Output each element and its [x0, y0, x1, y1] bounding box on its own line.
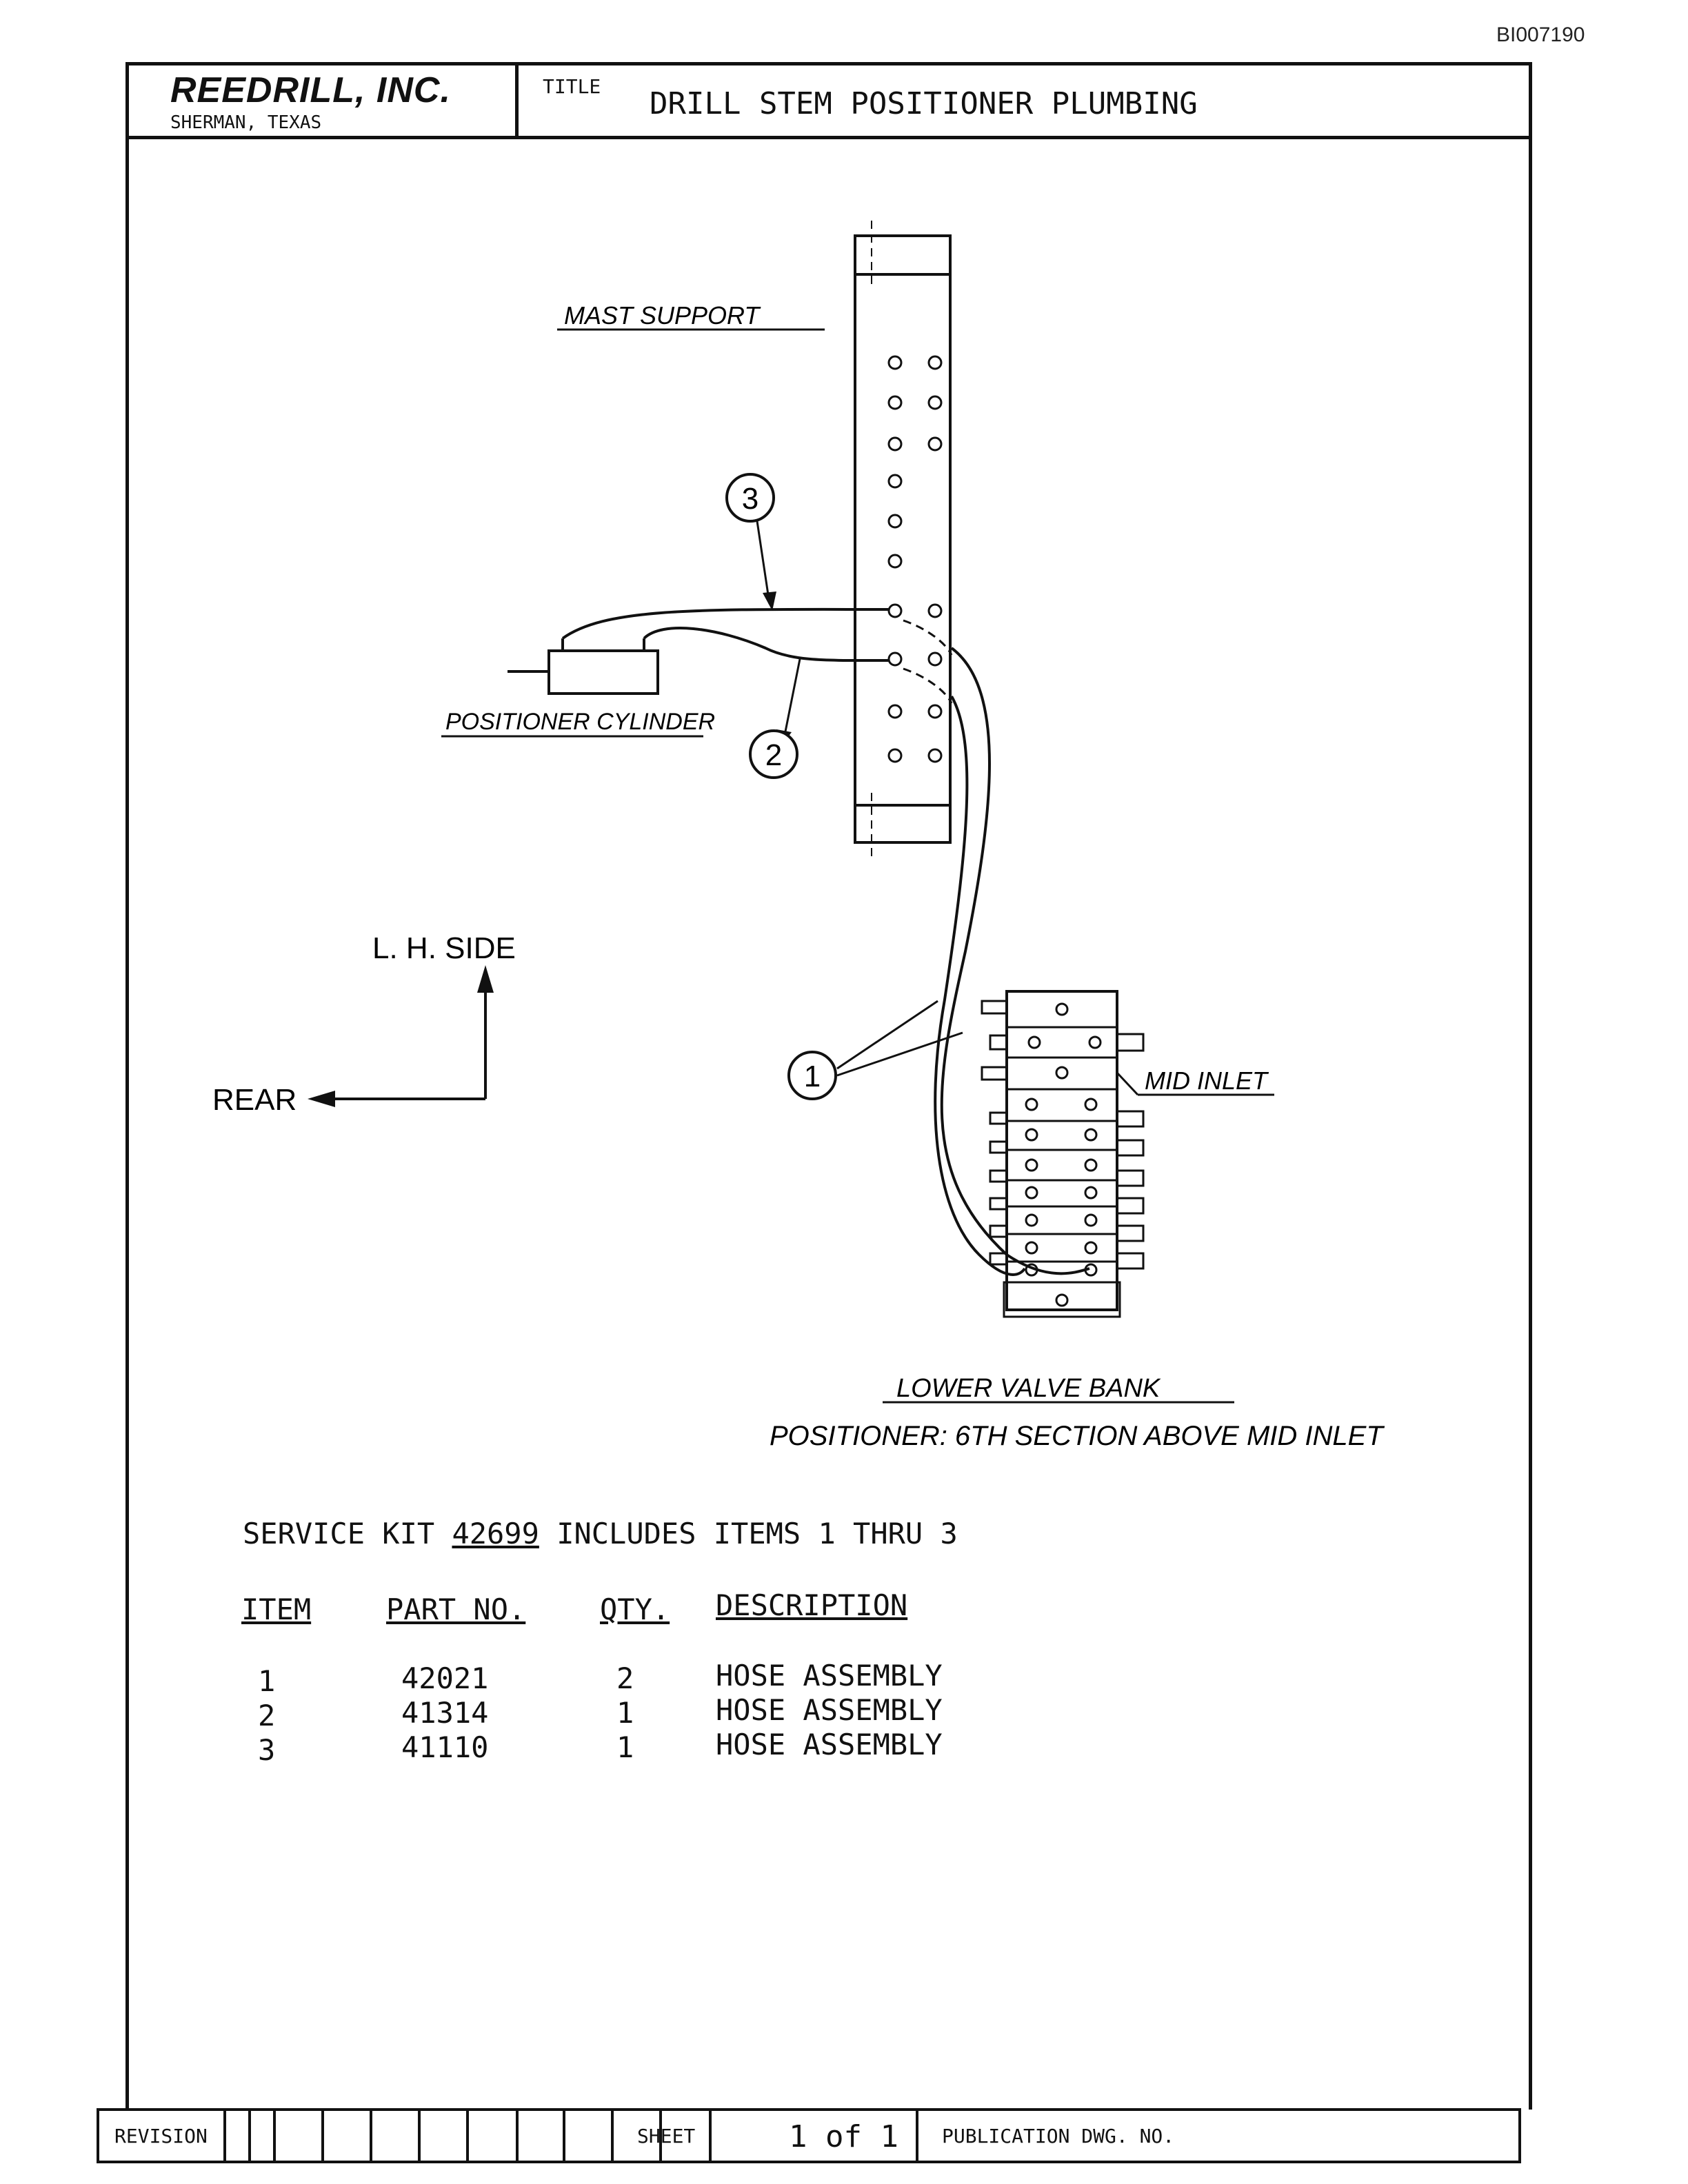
positioner-cylinder-label: POSITIONER CYLINDER: [445, 709, 715, 735]
callout-3: [725, 473, 775, 523]
service-kit-number: 42699: [452, 1517, 539, 1550]
company-name: REEDRILL, INC.: [170, 70, 451, 110]
mast-support-column: [854, 234, 952, 844]
service-kit-prefix: SERVICE KIT: [243, 1517, 435, 1550]
service-kit-suffix: INCLUDES ITEMS 1 THRU 3: [556, 1517, 958, 1550]
rear-label: REAR: [212, 1083, 297, 1117]
table-row-3-item: 3: [258, 1733, 276, 1767]
mast-support-label: MAST SUPPORT: [564, 301, 761, 330]
hose-2: [643, 627, 890, 663]
table-row-3-qty: 1: [616, 1730, 634, 1764]
lower-valve-bank-label: LOWER VALVE BANK: [896, 1374, 1161, 1403]
table-row-2-part: 41314: [401, 1696, 489, 1730]
table-row-3-part: 41110: [401, 1730, 489, 1764]
bottom-block: REVISION SHEET 1 of 1 PUBLICATION DWG. N…: [97, 2108, 1521, 2163]
mast-holes: [887, 355, 943, 763]
header-part-no: PART NO.: [386, 1593, 526, 1626]
drawing-title: DRILL STEM POSITIONER PLUMBING: [650, 86, 1198, 121]
arrow-up-icon: [477, 965, 494, 993]
revision-label: REVISION: [114, 2125, 208, 2147]
table-row-1-desc: HOSE ASSEMBLY: [716, 1659, 943, 1692]
table-row-1-qty: 2: [616, 1661, 634, 1695]
table-row-1-item: 1: [258, 1664, 276, 1698]
table-row-1-part: 42021: [401, 1661, 489, 1695]
lower-valve-bank: [981, 990, 1145, 1318]
hose-1a: [940, 647, 1090, 1275]
callout-3-label: 3: [742, 482, 758, 516]
hose-1b: [934, 696, 1026, 1276]
title-label: TITLE: [543, 75, 601, 98]
callout-1: [787, 1051, 837, 1100]
document-id: BI007190: [1496, 23, 1585, 46]
service-kit-line: SERVICE KIT 42699 INCLUDES ITEMS 1 THRU …: [243, 1517, 958, 1550]
mid-inlet-label: MID INLET: [1145, 1066, 1269, 1095]
publication-label: PUBLICATION DWG. NO.: [942, 2125, 1175, 2147]
positioner-note: POSITIONER: 6TH SECTION ABOVE MID INLET: [770, 1421, 1385, 1451]
table-row-2-item: 2: [258, 1699, 276, 1732]
company-city: SHERMAN, TEXAS: [170, 112, 322, 133]
drawing-frame: [125, 138, 1532, 2110]
table-row-2-desc: HOSE ASSEMBLY: [716, 1693, 943, 1727]
sheet-label: SHEET: [637, 2125, 696, 2147]
header-item: ITEM: [241, 1593, 312, 1626]
title-divider: [515, 65, 519, 136]
callout-1-label: 1: [804, 1060, 821, 1093]
arrow-left-icon: [308, 1091, 335, 1107]
table-row-2-qty: 1: [616, 1696, 634, 1730]
title-block: REEDRILL, INC. SHERMAN, TEXAS TITLE DRIL…: [125, 62, 1532, 139]
positioner-cylinder: [547, 649, 659, 695]
hose-3: [561, 607, 890, 640]
lh-side-label: L. H. SIDE: [372, 931, 516, 965]
header-qty: QTY.: [600, 1593, 670, 1626]
header-description: DESCRIPTION: [716, 1588, 908, 1622]
table-row-3-desc: HOSE ASSEMBLY: [716, 1728, 943, 1761]
callout-2-label: 2: [765, 738, 782, 772]
sheet-value: 1 of 1: [789, 2119, 898, 2154]
callout-2: [749, 729, 798, 779]
